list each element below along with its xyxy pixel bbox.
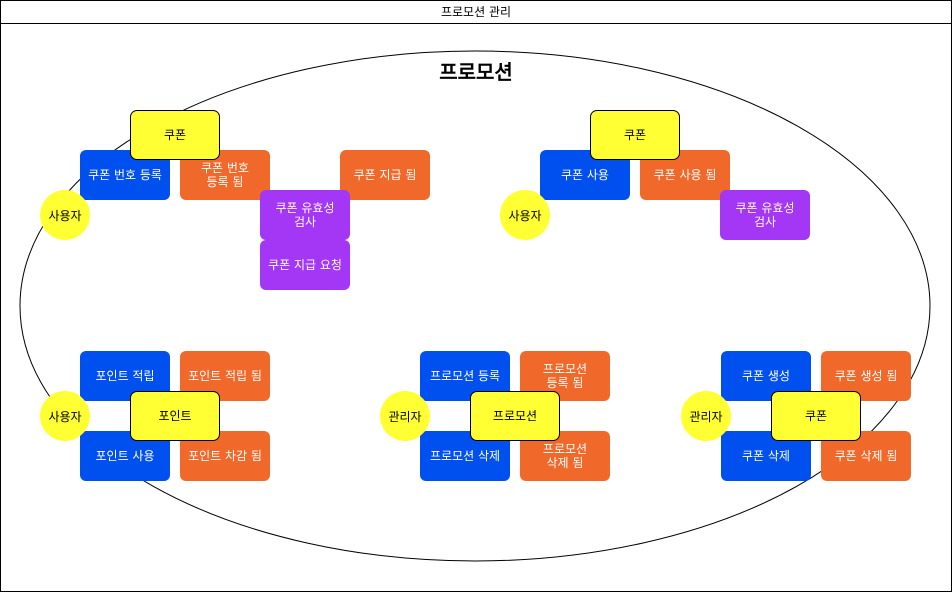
aggregate-coupon-admin: 쿠폰: [771, 391, 861, 441]
actor-user-coupon-issue: 사용자: [40, 190, 90, 240]
aggregate-promotion: 프로모션: [470, 391, 560, 441]
policy-coupon-issue-request: 쿠폰 지급 요청: [260, 240, 350, 290]
policy-coupon-use-validate: 쿠폰 유효성 검사: [720, 190, 810, 240]
actor-user-point: 사용자: [40, 391, 90, 441]
aggregate-point: 포인트: [130, 391, 220, 441]
policy-coupon-validate: 쿠폰 유효성 검사: [260, 190, 350, 240]
actor-admin-promotion: 관리자: [380, 391, 430, 441]
aggregate-coupon-use: 쿠폰: [590, 110, 680, 160]
command-promotion-register: 프로모션 등록: [420, 351, 510, 401]
actor-admin-coupon: 관리자: [681, 391, 731, 441]
frame-title: 프로모션 관리: [1, 1, 951, 24]
event-point-earned: 포인트 적립 됨: [180, 351, 270, 401]
context-title: 프로모션: [439, 60, 513, 84]
event-coupon-issued: 쿠폰 지급 됨: [340, 150, 430, 200]
event-coupon-registered: 쿠폰 번호 등록 됨: [180, 150, 270, 200]
aggregate-coupon-issue: 쿠폰: [130, 110, 220, 160]
actor-user-coupon-use: 사용자: [500, 190, 550, 240]
